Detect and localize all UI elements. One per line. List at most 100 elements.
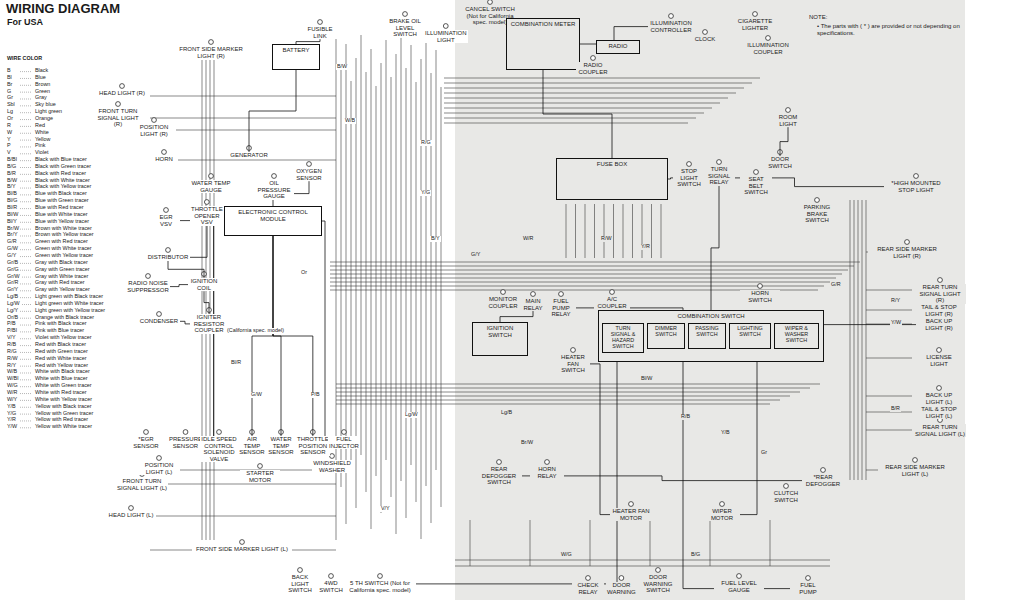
component-symbol xyxy=(937,386,942,391)
component-name: TURN SIGNAL & HAZARD SWITCH xyxy=(605,326,641,350)
wire-color-name: Black with Green tracer xyxy=(34,164,92,170)
wire-color-name: Yellow with Red tracer xyxy=(34,417,89,423)
harness-wire xyxy=(416,82,417,502)
wire-color-code: Sbl xyxy=(6,102,16,108)
harness-wire xyxy=(386,40,387,460)
component-label: IGNITION COIL xyxy=(188,278,220,291)
wire-color-code: Lg xyxy=(6,109,14,115)
harness-wire xyxy=(336,384,820,385)
harness-wire xyxy=(351,81,352,471)
component-name: THROTTLE OPENER VSV xyxy=(191,206,223,226)
wire-connector xyxy=(500,311,533,322)
component-name: HEATER FAN SWITCH xyxy=(557,354,589,374)
component-name: POSITION LIGHT (L) xyxy=(139,462,179,475)
component-name: SEAT BELT SWITCH xyxy=(741,176,771,196)
wire-color-name: White with Blue tracer xyxy=(34,376,88,382)
legend-leader-dots xyxy=(20,229,32,230)
harness-wire xyxy=(850,200,851,480)
wire-color-name: Gray with Black tracer xyxy=(34,260,89,266)
component-name: IGNITER RESISTOR COUPLER xyxy=(191,314,227,334)
component-name: 5 TH SWITCH (Not for California spec. mo… xyxy=(345,580,415,593)
component-name: TAIL & STOP LIGHT (R) xyxy=(917,304,961,317)
component-label: GENERATOR xyxy=(228,152,270,159)
wire-color-code: B/G xyxy=(690,552,701,558)
wire-color-code: Gr/B xyxy=(6,260,19,266)
component-name: *EGR SENSOR xyxy=(127,436,165,449)
wire-color-code: R/G xyxy=(420,140,432,146)
component-symbol xyxy=(938,278,943,283)
wire-color-code: W/G xyxy=(6,383,19,389)
component-symbol xyxy=(209,174,214,179)
wire-color-name: Blue with Yellow tracer xyxy=(34,219,90,225)
component-symbol xyxy=(183,430,188,435)
wire-color-code: B xyxy=(6,68,12,74)
scan-shading xyxy=(455,0,965,600)
component-box: COMBINATION SWITCHTURN SIGNAL & HAZARD S… xyxy=(598,310,824,362)
wire-color-name: Green with Yellow tracer xyxy=(34,253,94,259)
legend-leader-dots xyxy=(20,311,32,312)
component-symbol xyxy=(298,568,303,573)
component-name: REAR SIDE MARKER LIGHT (L) xyxy=(879,464,951,477)
component-name: *REAR DEFOGGER xyxy=(803,474,843,487)
component-symbol xyxy=(152,118,157,123)
component-symbol xyxy=(166,248,171,253)
wire-color-code: Gr/Y xyxy=(6,287,19,293)
component-label: CHECK RELAY xyxy=(572,582,604,595)
component-label: HEAD LIGHT (R) xyxy=(96,90,148,97)
wire-color-code: P/Bl xyxy=(6,328,18,334)
component-name: WIPER & WASHER SWITCH xyxy=(777,326,816,344)
legend-leader-dots xyxy=(20,352,32,353)
wire-color-code: Bl/W xyxy=(6,212,19,218)
wire-color-name: White with Black tracer xyxy=(34,369,91,375)
wire-color-code: Y/B xyxy=(720,430,731,436)
harness-wire xyxy=(444,113,704,114)
component-symbol xyxy=(443,24,448,29)
wire-color-code: W xyxy=(6,130,13,136)
component-name: PARKING BRAKE SWITCH xyxy=(799,204,835,224)
component-label: HEATER FAN SWITCH xyxy=(556,354,590,374)
component-symbol xyxy=(571,348,576,353)
wire-color-code: R/Y xyxy=(890,298,901,304)
legend-leader-dots xyxy=(20,222,32,223)
wire-color-name: Green with White tracer xyxy=(34,246,93,252)
harness-wire xyxy=(623,204,624,258)
component-name: CLUTCH SWITCH xyxy=(771,490,801,503)
wire-color-name: Violet with Yellow tracer xyxy=(34,335,93,341)
wire-connector xyxy=(740,336,774,515)
component-symbol xyxy=(784,484,789,489)
component-symbol xyxy=(258,464,263,469)
component-label: MAIN RELAY xyxy=(518,298,548,311)
component-symbol xyxy=(806,576,811,581)
component-label: TURN SIGNAL RELAY xyxy=(703,166,735,186)
component-label: REAR SIDE MARKER LIGHT (R) xyxy=(868,246,946,259)
component-symbol xyxy=(545,460,550,465)
legend-leader-dots xyxy=(20,160,32,161)
diagram-title: WIRING DIAGRAM xyxy=(6,2,120,16)
wire-color-code: B/R xyxy=(890,406,901,412)
wire-color-code: G/Y xyxy=(6,253,17,259)
harness-wire xyxy=(202,60,203,540)
component-label: STARTER MOTOR xyxy=(240,470,280,483)
wire-color-code: W/G xyxy=(560,552,573,558)
wire-color-name: Blue with Red tracer xyxy=(34,205,85,211)
component-symbol xyxy=(403,12,408,17)
wire-connector xyxy=(543,70,612,158)
harness-wire xyxy=(585,204,586,258)
wire-color-name: Brown with White tracer xyxy=(34,226,93,232)
component-name: FUEL PUMP RELAY xyxy=(547,298,575,318)
component-symbol xyxy=(307,162,312,167)
harness-wire xyxy=(330,262,860,263)
harness-wire xyxy=(866,290,912,291)
component-name: IDLE SPEED CONTROL SOLENOID VALVE xyxy=(201,436,237,462)
component-label: BRAKE OIL LEVEL SWITCH xyxy=(384,18,426,38)
component-name: FRONT SIDE MARKER LIGHT (R) xyxy=(177,46,245,59)
harness-wire xyxy=(411,45,412,465)
wire-color-code: V xyxy=(6,150,12,156)
wire-color-name: Pink with Black tracer xyxy=(34,321,88,327)
wire-color-name: White with Yellow tracer xyxy=(34,397,93,403)
component-name: A/C COUPLER xyxy=(595,296,629,309)
harness-wire xyxy=(150,484,336,485)
legend-leader-dots xyxy=(20,325,32,326)
wire-color-code: Br/W xyxy=(6,226,20,232)
component-label: FUSIBLE LINK xyxy=(300,26,340,39)
